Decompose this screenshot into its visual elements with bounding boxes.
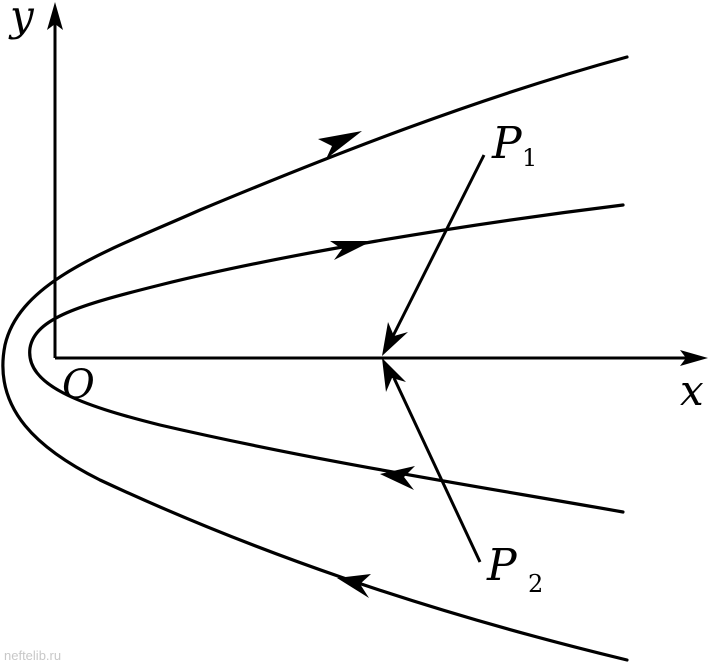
p2-subscript: 2 xyxy=(528,570,543,598)
axes xyxy=(53,22,688,360)
origin-label: O xyxy=(62,362,95,408)
p2-vector-arrowhead xyxy=(382,358,406,392)
x-axis-label: x xyxy=(680,366,704,415)
p2-vector-line xyxy=(392,377,482,563)
p2-label: P xyxy=(486,540,518,591)
p1-vector-line xyxy=(390,154,486,339)
p1-subscript: 1 xyxy=(522,144,537,172)
inner-upper-arrowhead xyxy=(330,241,372,260)
p1-vector-arrowhead xyxy=(382,322,408,356)
x-axis-arrowhead xyxy=(680,350,708,366)
trajectory-arrowheads xyxy=(318,131,415,598)
y-axis-label: y xyxy=(8,0,35,40)
inner-lower-arrowhead xyxy=(380,466,415,490)
vectors xyxy=(390,154,486,563)
y-axis-arrowhead xyxy=(47,2,63,30)
p1-label: P xyxy=(491,118,523,169)
outer-trajectory xyxy=(1,55,629,662)
outer-lower-arrowhead xyxy=(337,574,371,598)
watermark-text: neftelib.ru xyxy=(4,648,61,663)
outer-upper-arrowhead xyxy=(318,131,362,159)
